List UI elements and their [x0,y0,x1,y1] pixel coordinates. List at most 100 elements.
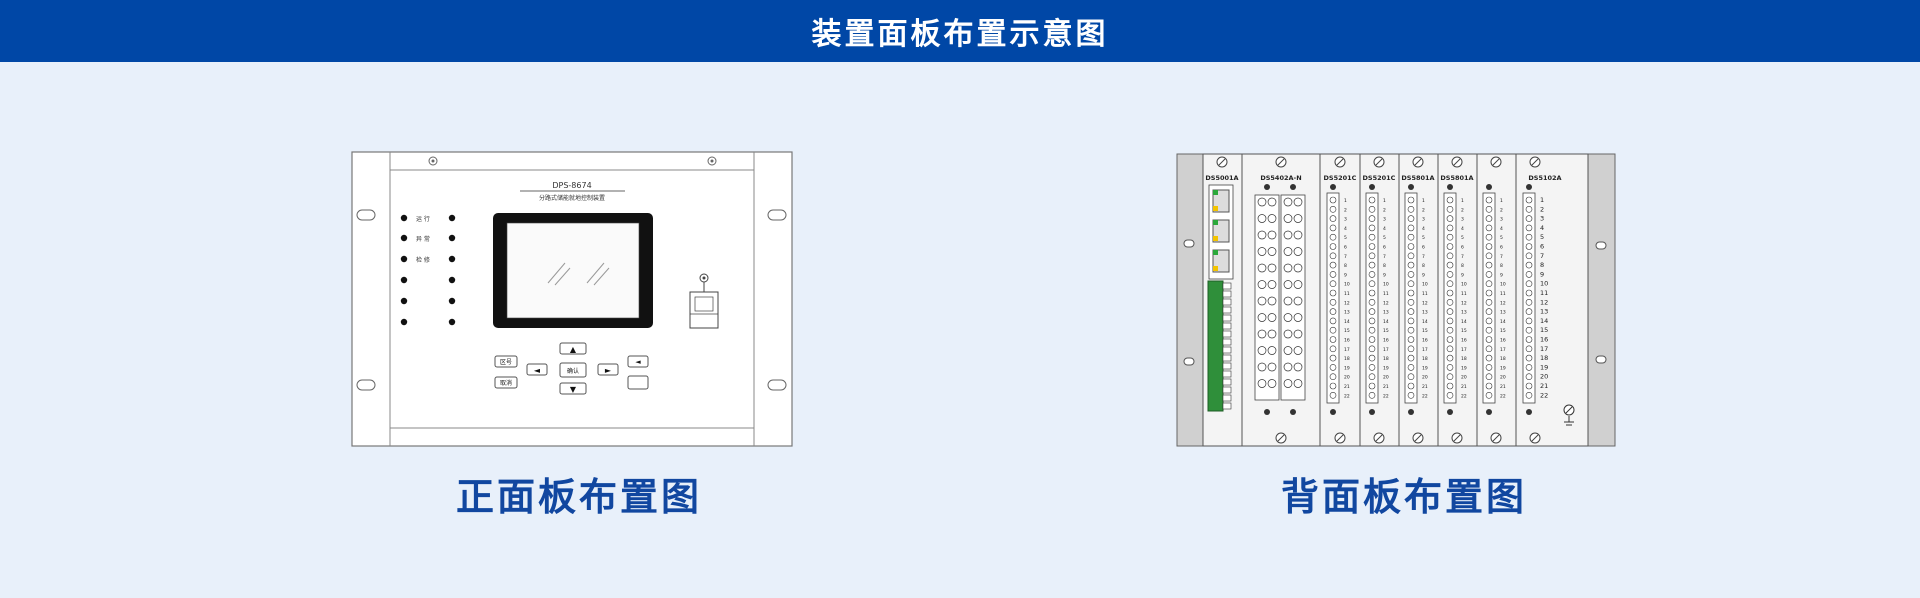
terminal-screw-icon [1446,289,1454,297]
terminal-screw-icon [1329,243,1337,250]
terminal-number: 17 [1383,347,1389,353]
terminal-screw-icon [1485,280,1493,287]
screw-icon [1216,156,1228,168]
led-icon [400,214,408,222]
terminal-post-icon [1486,184,1492,190]
terminal-number: 20 [1540,373,1548,381]
terminal-post-icon [1369,409,1375,415]
terminal-number: 5 [1500,235,1503,241]
screw-icon [1529,432,1541,444]
terminal-number: 19 [1383,365,1389,371]
zone-button[interactable] [494,355,518,368]
terminal-screw-icon [1407,271,1415,278]
terminal-screw-icon [1222,282,1232,290]
terminal-screw-icon [1257,329,1267,339]
module-labels: DS5001A DS5402A-N DS5201C DS5201C DS5801… [1205,174,1561,182]
terminal-number: 11 [1500,291,1506,297]
led-icon [400,297,408,305]
terminal-screw-icon [1267,346,1277,355]
green-terminal-body [1207,280,1224,412]
terminal-number: 22 [1540,391,1548,399]
keypad: ▲ 区号 ◄ 确认 ► 取消 ▼ ◄ [494,342,649,395]
terminal-screw-icon [1329,271,1337,278]
terminal-screw-icon [1525,373,1533,380]
screw-icon [1451,156,1463,168]
terminal-screw-icon [1257,214,1267,223]
left-arrow-button[interactable] [526,363,548,376]
terminal-number: 19 [1422,365,1428,371]
terminal-number: 5 [1461,235,1464,241]
terminal-screw-icon [1485,299,1493,306]
terminal-screw-icon [1267,214,1277,223]
terminal-screw-icon [1525,336,1533,343]
terminal-screw-icon [1283,346,1293,355]
terminal-screw-icon [1525,308,1533,315]
terminal-column [1365,192,1379,404]
right-arrow-button[interactable] [597,363,619,376]
terminal-column [1522,192,1536,404]
terminal-number: 10 [1344,282,1350,288]
terminal-screw-icon [1525,326,1533,334]
terminal-number: 4 [1344,226,1347,232]
terminal-screw-icon [1446,233,1454,241]
terminal-screw-icon [1525,299,1533,306]
terminal-number: 22 [1344,393,1350,399]
cancel-button[interactable] [494,376,518,389]
terminal-number: 21 [1500,384,1506,390]
down-arrow-button[interactable] [559,382,587,395]
terminal-number: 12 [1383,300,1389,306]
terminal-screw-icon [1407,364,1415,371]
screw-icon [1529,156,1541,168]
terminal-screw-icon [1283,329,1293,339]
terminal-number: 5 [1540,233,1544,241]
terminal-screw-icon [1267,362,1277,372]
mount-slot-icon [1595,355,1607,364]
terminal-screw-icon [1267,263,1277,273]
terminal-post-icon [1330,184,1336,190]
terminal-screw-icon [1368,271,1376,278]
mount-slot-icon [356,209,376,221]
terminal-screw-icon [1368,373,1376,380]
up-arrow-button[interactable] [559,342,587,355]
terminal-screw-icon [1485,308,1493,315]
terminal-screw-icon [1446,280,1454,287]
terminal-post-icon [1290,409,1296,415]
back-button[interactable] [627,355,649,368]
back-panel-caption: 背面板布置图 [1281,475,1528,519]
terminal-number: 2 [1461,207,1464,213]
terminal-number: 6 [1500,245,1503,251]
terminal-screw-icon [1329,317,1337,325]
terminal-screw-icon [1407,215,1415,222]
left-flange [1176,153,1204,447]
terminal-number: 16 [1500,338,1506,344]
terminal-screw-icon [1368,364,1376,371]
left-arrow-icon: ◄ [534,366,541,375]
terminal-number: 20 [1422,375,1428,381]
terminal-screw-icon [1329,345,1337,353]
terminal-post-icon [1330,409,1336,415]
page-title: 装置面板布置示意图 [811,17,1109,52]
terminal-number: 21 [1461,384,1467,390]
terminal-screw-icon [1329,289,1337,297]
terminal-number: 6 [1461,245,1464,251]
terminal-screw-icon [1407,243,1415,250]
terminal-number: 18 [1540,354,1548,362]
terminal-screw-icon [1222,386,1232,394]
screw-icon [1490,156,1502,168]
terminal-number: 15 [1540,326,1548,334]
back-icon: ◄ [635,358,641,366]
confirm-button[interactable] [559,362,587,378]
terminal-number: 11 [1461,291,1467,297]
terminal-number: 9 [1500,272,1503,278]
terminal-screw-icon [1257,379,1267,388]
terminal-number: 14 [1540,317,1548,325]
terminal-number: 6 [1422,245,1425,251]
terminal-screw-icon [1368,261,1376,269]
terminal-screw-icon [1329,382,1337,390]
terminal-screw-icon [1267,313,1277,322]
terminal-number: 3 [1344,217,1347,223]
blank-button[interactable] [627,375,649,390]
terminal-screw-icon [1525,196,1533,204]
terminal-number: 8 [1540,261,1544,269]
terminal-screw-icon [1368,382,1376,390]
